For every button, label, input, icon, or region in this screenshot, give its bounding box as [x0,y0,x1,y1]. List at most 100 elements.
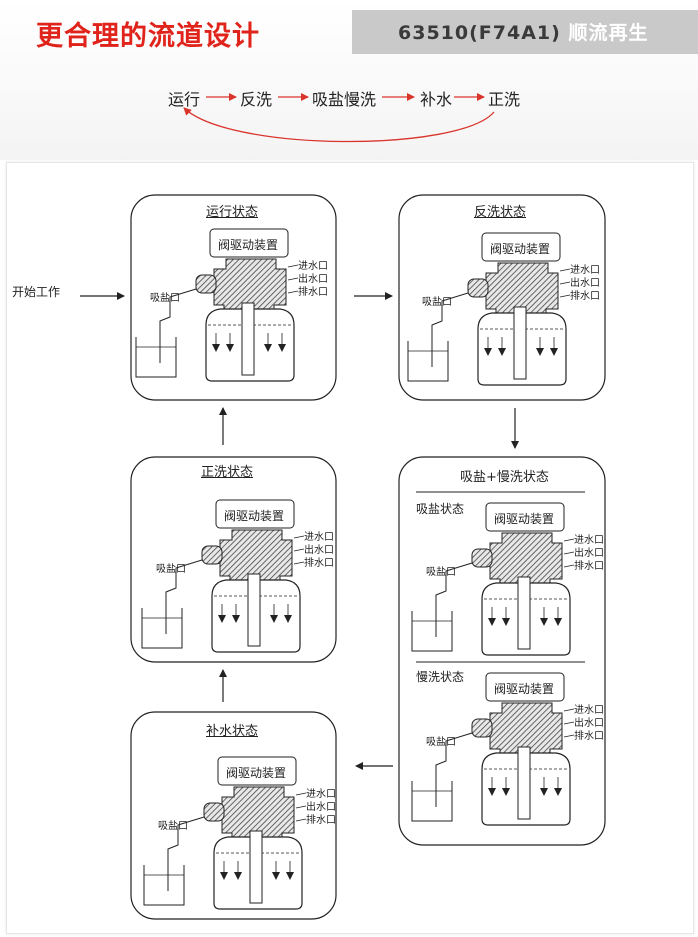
refill-state-title: 补水状态 [206,724,259,739]
valve-drive-label: 阀驱动装置 [218,238,279,252]
port-leader [559,268,571,272]
diagram-panel [6,162,694,934]
flow-arrows [183,93,495,143]
port-leader [563,564,575,568]
injector-pipe [471,548,493,568]
brine-port-label: 吸盐口 [422,297,452,308]
port-leader [295,805,307,809]
injector-pipe [201,545,223,565]
flow-step-refill: 补水 [420,90,453,109]
center-riser [517,576,531,650]
inlet-port-label: 进水口 [306,789,336,800]
slow-substate-title: 慢洗状态 [416,670,465,684]
valve-drive-box [485,672,565,702]
valve-drive-box [209,228,289,258]
drain-port-label: 排水口 [574,561,604,572]
valve-drive-box [485,502,565,532]
port-leader [293,548,305,552]
inlet-port-label: 进水口 [570,265,600,276]
port-leader [287,277,299,281]
port-leader [563,538,575,542]
valve-drive-label: 阀驱动装置 [494,512,555,526]
brine-tank [143,865,185,906]
flow-step-run: 运行 [168,90,201,109]
brine-slow-state-box [398,456,606,846]
injector-pipe [471,718,493,738]
brine-port-label: 吸盐口 [150,293,180,304]
start-label: 开始工作 [12,285,61,299]
outlet-port-label: 出水口 [574,718,604,729]
brine-line [167,816,205,891]
brine-line [435,732,473,807]
model-bar [352,10,698,54]
outlet-port-label: 出水口 [570,278,600,289]
brine-port-label: 吸盐口 [426,737,456,748]
center-riser [513,306,527,380]
inlet-port-label: 进水口 [304,532,334,543]
port-leader [295,818,307,822]
brine-tank [407,341,449,382]
drain-port-label: 排水口 [574,731,604,742]
port-leader [563,734,575,738]
brine-line [431,292,469,367]
outlet-port-label: 出水口 [306,802,336,813]
backwash-state-box [398,194,606,401]
valve-drive-label: 阀驱动装置 [226,766,287,780]
port-leader [287,290,299,294]
outlet-port-label: 出水口 [298,274,328,285]
brine-line [435,562,473,637]
valve-drive-box [217,756,297,786]
backwash-state-title: 反洗状态 [474,205,527,220]
state-boxes [130,194,606,920]
port-leader [287,264,299,268]
brine-port-label: 吸盐口 [426,567,456,578]
outlet-port-label: 出水口 [574,548,604,559]
port-leader [559,294,571,298]
brine-tank [411,781,453,822]
brine-slow-state-title: 吸盐+慢洗状态 [460,470,549,485]
center-riser [517,746,531,820]
port-leader [293,535,305,539]
run-state-title: 运行状态 [206,205,259,220]
inlet-port-label: 进水口 [298,261,328,272]
brine-line [159,288,197,363]
injector-pipe [467,278,489,298]
brine-substate-title: 吸盐状态 [416,502,465,516]
inlet-port-label: 进水口 [574,705,604,716]
brine-port-label: 吸盐口 [156,564,186,575]
valve-drive-label: 阀驱动装置 [224,509,285,523]
flow-step-rinse: 正洗 [488,90,521,109]
model-code: 63510(F74A1) [398,22,561,44]
valve-drive-label: 阀驱动装置 [494,682,555,696]
flow-return-arrow [183,107,495,143]
rinse-state-title: 正洗状态 [201,465,254,480]
drain-port-label: 排水口 [306,815,336,826]
drain-port-label: 排水口 [304,558,334,569]
port-leader [563,721,575,725]
inlet-port-label: 进水口 [574,535,604,546]
flow-step-brine-slow: 吸盐慢洗 [312,90,377,109]
valve-drive-box [215,499,295,529]
injector-pipe [203,802,225,822]
port-leader [563,551,575,555]
center-riser [249,830,263,904]
model-label: 63510(F74A1) 顺流再生 [398,18,648,45]
port-leader [295,792,307,796]
drain-port-label: 排水口 [298,287,328,298]
run-state-box [130,194,337,401]
brine-tank [411,611,453,652]
rinse-state-box [130,456,337,663]
brine-port-label: 吸盐口 [158,821,188,832]
port-leader [293,561,305,565]
port-leader [563,708,575,712]
page-title: 更合理的流道设计 [36,21,260,52]
injector-pipe [195,274,217,294]
model-suffix: 顺流再生 [568,22,649,44]
flow-step-backwash: 反洗 [240,90,273,109]
drain-port-label: 排水口 [570,291,600,302]
center-riser [247,573,261,647]
brine-tank [135,337,177,378]
outlet-port-label: 出水口 [304,545,334,556]
valve-drive-label: 阀驱动装置 [490,242,551,256]
brine-tank [141,608,183,649]
